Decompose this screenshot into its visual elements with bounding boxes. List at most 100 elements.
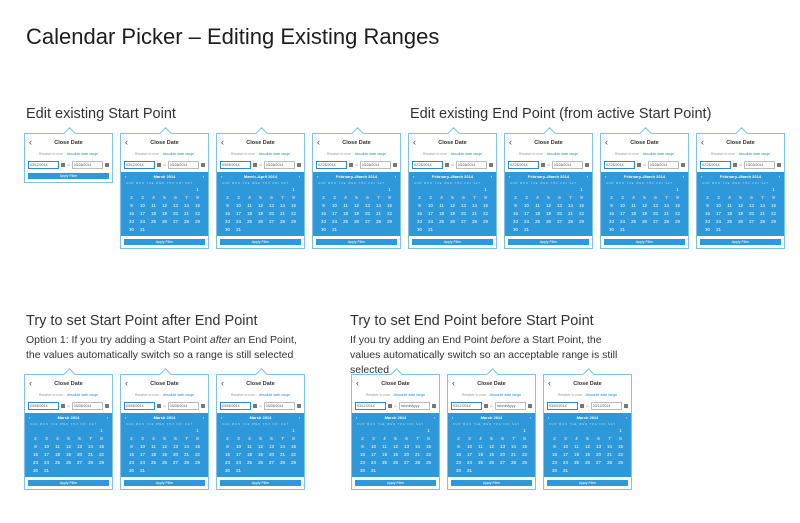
day-cell[interactable]: 23 xyxy=(320,219,326,224)
day-cell[interactable]: 28 xyxy=(87,460,93,465)
day-cell[interactable]: 14 xyxy=(375,203,381,208)
day-cell[interactable]: 3 xyxy=(621,195,624,200)
next-month-icon[interactable]: › xyxy=(202,415,204,420)
day-cell[interactable]: 9 xyxy=(130,444,133,449)
day-cell[interactable]: 29 xyxy=(770,219,776,224)
tab-relative[interactable]: Relative to now xyxy=(710,152,735,156)
day-cell[interactable]: 21 xyxy=(183,211,189,216)
day-cell[interactable]: 12 xyxy=(161,203,167,208)
day-cell[interactable]: 5 xyxy=(490,436,493,441)
day-cell[interactable]: 24 xyxy=(139,219,145,224)
tab-absolute[interactable]: Absolute date range xyxy=(258,393,291,397)
day-cell[interactable]: 16 xyxy=(128,211,134,216)
day-cell[interactable]: 15 xyxy=(425,444,431,449)
day-cell[interactable]: 9 xyxy=(322,203,325,208)
day-cell[interactable]: 26 xyxy=(161,219,167,224)
tab-absolute[interactable]: Absolute date range xyxy=(66,152,99,156)
day-cell[interactable]: 9 xyxy=(226,203,229,208)
calendar-icon[interactable] xyxy=(157,404,162,408)
day-cell[interactable]: 18 xyxy=(381,452,387,457)
day-cell[interactable]: 7 xyxy=(761,195,764,200)
day-cell[interactable]: 9 xyxy=(514,203,517,208)
day-cell[interactable]: 5 xyxy=(163,195,166,200)
day-cell[interactable]: 12 xyxy=(488,444,494,449)
back-icon[interactable]: ‹ xyxy=(125,378,128,388)
day-cell[interactable]: 17 xyxy=(43,452,49,457)
day-cell[interactable]: 12 xyxy=(65,444,71,449)
calendar-icon[interactable] xyxy=(349,163,354,167)
calendar-icon[interactable] xyxy=(777,163,782,167)
day-cell[interactable]: 3 xyxy=(525,195,528,200)
day-cell[interactable]: 13 xyxy=(172,203,178,208)
day-cell[interactable]: 1 xyxy=(619,428,622,433)
day-cell[interactable]: 15 xyxy=(98,444,104,449)
day-cell[interactable]: 8 xyxy=(772,195,775,200)
next-month-icon[interactable]: › xyxy=(394,174,396,179)
next-month-icon[interactable]: › xyxy=(529,415,531,420)
day-cell[interactable]: 8 xyxy=(427,436,430,441)
day-cell[interactable]: 12 xyxy=(641,203,647,208)
day-cell[interactable]: 17 xyxy=(370,452,376,457)
tab-relative[interactable]: Relative to now xyxy=(365,393,390,397)
apply-filter-button[interactable]: Apply Filter xyxy=(547,480,628,486)
day-cell[interactable]: 20 xyxy=(556,211,562,216)
day-cell[interactable]: 28 xyxy=(567,219,573,224)
prev-month-icon[interactable]: ‹ xyxy=(125,415,127,420)
day-cell[interactable]: 8 xyxy=(100,436,103,441)
day-cell[interactable]: 11 xyxy=(55,444,60,449)
end-date-field[interactable]: 03/26/2014 xyxy=(551,161,584,169)
end-date-field[interactable]: 03/26/2014 xyxy=(167,161,200,169)
day-cell[interactable]: 5 xyxy=(739,195,742,200)
calendar-icon[interactable] xyxy=(297,404,302,408)
day-cell[interactable]: 28 xyxy=(375,219,381,224)
day-cell[interactable]: 12 xyxy=(584,444,590,449)
calendar-icon[interactable] xyxy=(297,163,302,167)
day-cell[interactable]: 31 xyxy=(523,227,529,232)
day-cell[interactable]: 1 xyxy=(196,187,199,192)
tab-relative[interactable]: Relative to now xyxy=(134,393,159,397)
calendar-icon[interactable] xyxy=(445,163,450,167)
day-cell[interactable]: 4 xyxy=(344,195,347,200)
day-cell[interactable]: 11 xyxy=(535,203,540,208)
day-cell[interactable]: 6 xyxy=(78,436,81,441)
day-cell[interactable]: 11 xyxy=(247,444,252,449)
calendar-icon[interactable] xyxy=(61,404,66,408)
day-cell[interactable]: 19 xyxy=(161,452,167,457)
apply-filter-button[interactable]: Apply Filter xyxy=(604,239,685,245)
back-icon[interactable]: ‹ xyxy=(125,137,128,147)
day-cell[interactable]: 20 xyxy=(460,211,466,216)
day-cell[interactable]: 22 xyxy=(290,452,296,457)
day-cell[interactable]: 5 xyxy=(547,195,550,200)
back-icon[interactable]: ‹ xyxy=(29,137,32,147)
day-cell[interactable]: 25 xyxy=(150,219,156,224)
day-cell[interactable]: 14 xyxy=(183,203,189,208)
day-cell[interactable]: 21 xyxy=(375,211,381,216)
apply-filter-button[interactable]: Apply Filter xyxy=(700,239,781,245)
day-cell[interactable]: 13 xyxy=(76,444,82,449)
day-cell[interactable]: 11 xyxy=(151,203,156,208)
day-cell[interactable]: 7 xyxy=(377,195,380,200)
day-cell[interactable]: 31 xyxy=(562,468,568,473)
day-cell[interactable]: 3 xyxy=(141,436,144,441)
day-cell[interactable]: 22 xyxy=(290,211,296,216)
day-cell[interactable]: 24 xyxy=(619,219,625,224)
day-cell[interactable]: 3 xyxy=(468,436,471,441)
day-cell[interactable]: 10 xyxy=(619,203,625,208)
day-cell[interactable]: 24 xyxy=(370,460,376,465)
calendar-icon[interactable] xyxy=(253,404,258,408)
back-icon[interactable]: ‹ xyxy=(221,137,224,147)
day-cell[interactable]: 17 xyxy=(619,211,625,216)
apply-filter-button[interactable]: Apply Filter xyxy=(28,173,109,179)
day-cell[interactable]: 14 xyxy=(183,444,189,449)
day-cell[interactable]: 10 xyxy=(139,444,145,449)
day-cell[interactable]: 3 xyxy=(564,436,567,441)
apply-filter-button[interactable]: Apply Filter xyxy=(508,239,589,245)
day-cell[interactable]: 6 xyxy=(405,436,408,441)
day-cell[interactable]: 16 xyxy=(608,211,614,216)
next-month-icon[interactable]: › xyxy=(586,174,588,179)
day-cell[interactable]: 2 xyxy=(610,195,613,200)
start-date-field[interactable]: 03/03/2014 xyxy=(547,402,579,410)
day-cell[interactable]: 25 xyxy=(438,219,444,224)
calendar-icon[interactable] xyxy=(105,404,110,408)
day-cell[interactable]: 23 xyxy=(128,219,134,224)
